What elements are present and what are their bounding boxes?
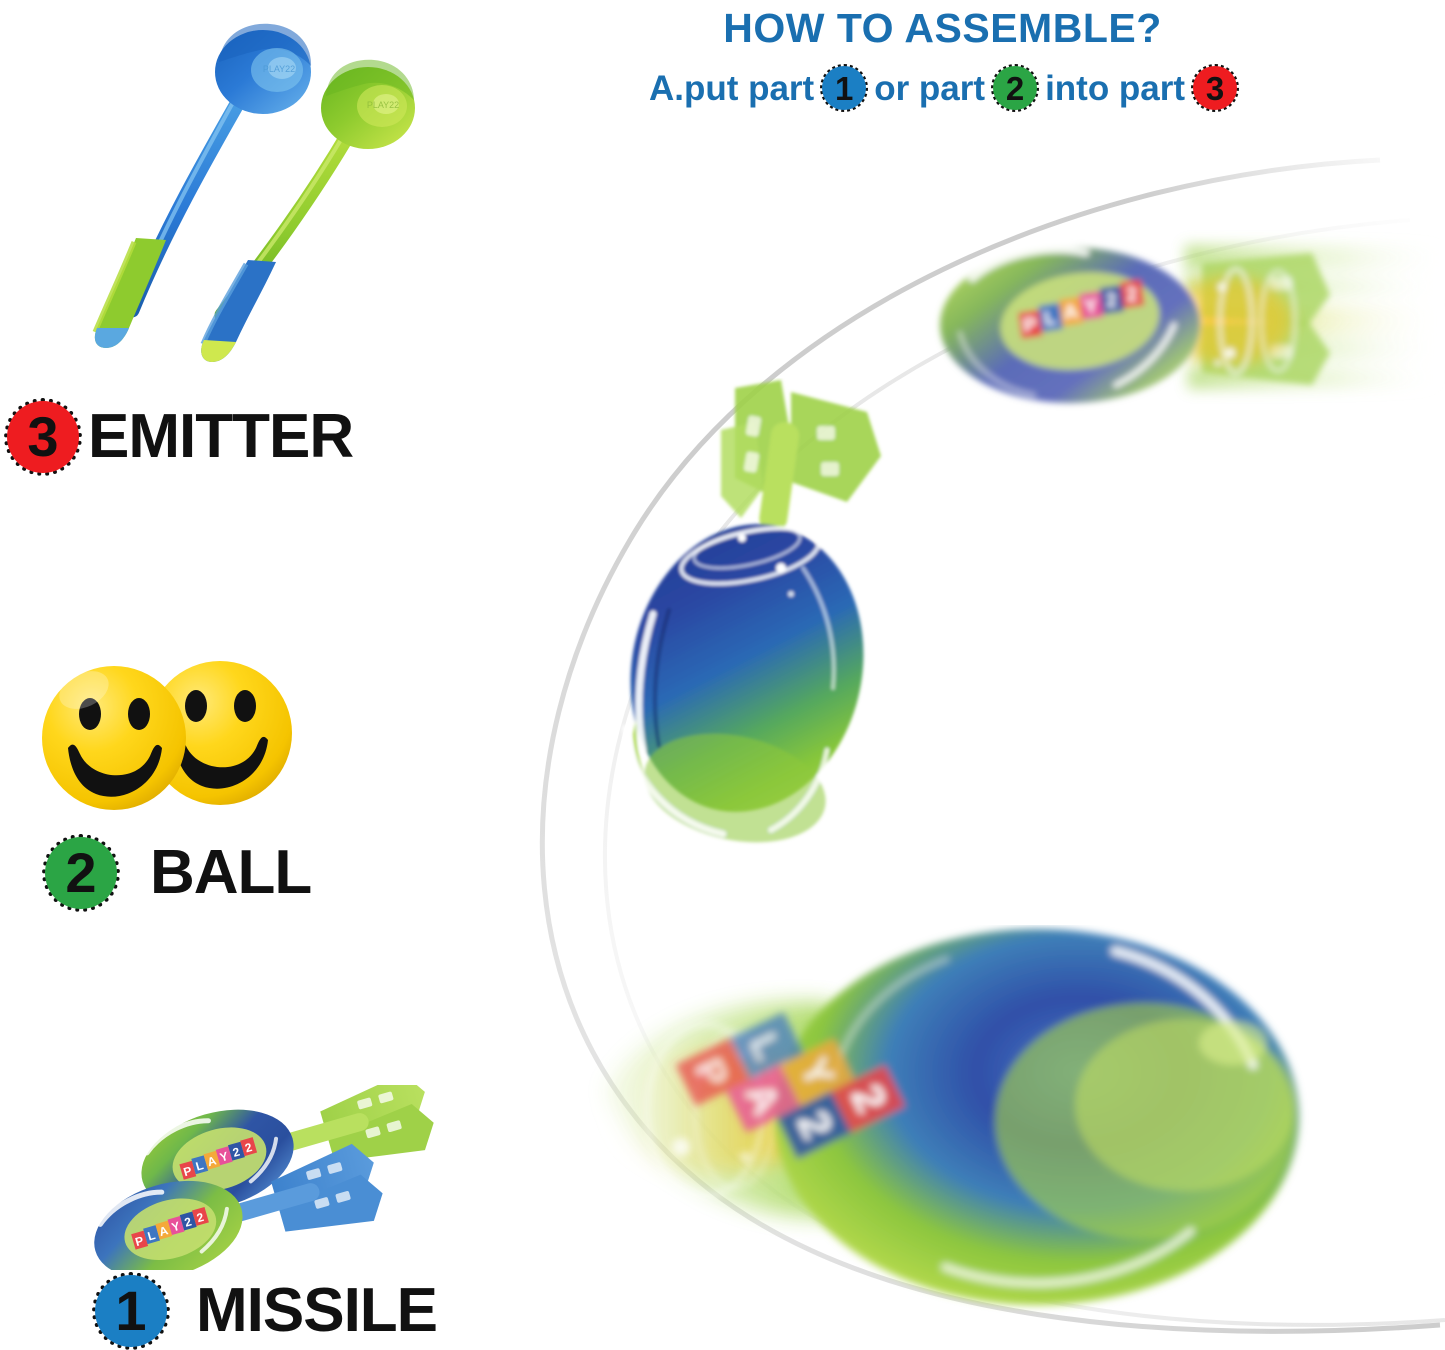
flying-missile-top-icon: P L A Y 2 2 bbox=[940, 245, 1445, 403]
svg-text:2: 2 bbox=[243, 1140, 254, 1155]
part-badge-emitter: 3 bbox=[4, 398, 82, 476]
inline-badge-2: 2 bbox=[991, 64, 1040, 112]
svg-text:Y: Y bbox=[170, 1219, 182, 1235]
svg-text:2: 2 bbox=[1125, 283, 1139, 306]
svg-text:2: 2 bbox=[183, 1214, 194, 1229]
header: HOW TO ASSEMBLE? A.put part 1 or part 2 … bbox=[440, 0, 1445, 130]
svg-text:P: P bbox=[182, 1164, 194, 1180]
svg-text:A: A bbox=[1062, 301, 1079, 325]
part-badge-missile: 1 bbox=[92, 1272, 170, 1350]
inline-badge-3: 3 bbox=[1191, 64, 1240, 112]
inline-badge-3-number: 3 bbox=[1205, 69, 1225, 107]
inline-badge-1-number: 1 bbox=[835, 69, 854, 107]
instruction-text-c: into part bbox=[1045, 68, 1186, 108]
svg-text:Y: Y bbox=[1083, 295, 1100, 319]
svg-text:L: L bbox=[194, 1158, 205, 1173]
inline-badge-2-number: 2 bbox=[1005, 69, 1025, 107]
part-name-ball: BALL bbox=[150, 838, 312, 907]
instruction-text-b: or part bbox=[874, 68, 986, 108]
svg-text:PLAY22: PLAY22 bbox=[263, 64, 295, 74]
svg-text:2: 2 bbox=[1104, 289, 1118, 312]
smiley-ball-icon bbox=[42, 661, 292, 810]
svg-text:2: 2 bbox=[231, 1145, 242, 1160]
part-label-missile: 1 MISSILE bbox=[92, 1272, 438, 1350]
part-badge-emitter-number: 3 bbox=[27, 405, 59, 468]
launcher-stick-icon: PLAY22 PLAY22 bbox=[92, 23, 415, 362]
foam-missile-icon: P L A Y 2 2 P L A Y 2 bbox=[94, 1085, 434, 1270]
flying-missile-large-icon: 2 2 Y A L P bbox=[605, 929, 1299, 1305]
inline-badge-1: 1 bbox=[820, 64, 869, 112]
part-label-ball: 2 BALL bbox=[42, 834, 312, 912]
svg-text:A: A bbox=[206, 1153, 219, 1169]
svg-text:P: P bbox=[1022, 313, 1038, 337]
page-title: HOW TO ASSEMBLE? bbox=[723, 5, 1162, 51]
svg-text:L: L bbox=[146, 1228, 157, 1243]
assembly-instruction: A.put part 1 or part 2 into part 3 bbox=[440, 64, 1445, 112]
flying-missile-center-icon bbox=[622, 380, 881, 843]
part-name-emitter: EMITTER bbox=[88, 402, 354, 471]
part-name-missile: MISSILE bbox=[196, 1276, 438, 1345]
part-badge-ball: 2 bbox=[42, 834, 120, 912]
part-badge-missile-number: 1 bbox=[115, 1279, 147, 1342]
part-badge-ball-number: 2 bbox=[65, 841, 97, 904]
svg-text:L: L bbox=[1043, 307, 1058, 330]
svg-text:P: P bbox=[134, 1233, 146, 1249]
part-label-emitter: 3 EMITTER bbox=[4, 398, 354, 476]
svg-text:Y: Y bbox=[218, 1149, 230, 1165]
instruction-text-a: A.put part bbox=[648, 68, 815, 108]
svg-text:PLAY22: PLAY22 bbox=[367, 100, 399, 110]
svg-text:2: 2 bbox=[195, 1210, 206, 1225]
svg-text:A: A bbox=[157, 1223, 170, 1239]
